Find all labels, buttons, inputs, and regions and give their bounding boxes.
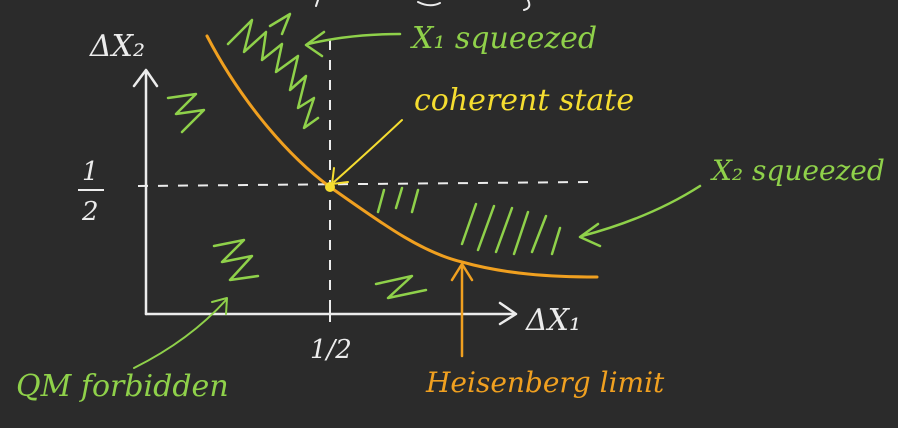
x1-squeezed-arrow xyxy=(304,30,402,58)
qm-forbidden-arrow xyxy=(133,297,228,369)
y-axis-arrowhead xyxy=(132,68,159,88)
x2-squeezed-arrow xyxy=(578,184,702,248)
x1-squeezed-label: X₁ squeezed xyxy=(410,21,597,56)
y-tick-denominator: 2 xyxy=(81,197,99,227)
coherent-state-label: coherent state xyxy=(414,83,634,118)
top-edge-scribbles xyxy=(315,0,531,11)
qm-forbidden-squiggles xyxy=(166,92,428,300)
qm-forbidden-label: QM forbidden xyxy=(16,369,229,404)
x1-squeezed-hatching xyxy=(226,12,320,130)
coherent-state-arrow xyxy=(331,119,403,185)
x-axis-label: ΔX₁ xyxy=(525,303,581,338)
y-tick-numerator: 1 xyxy=(82,157,99,187)
horizontal-dashed-line xyxy=(137,181,589,187)
heisenberg-limit-label: Heisenberg limit xyxy=(425,366,665,399)
heisenberg-limit-curve xyxy=(205,34,599,279)
y-axis-label: ΔX₂ xyxy=(89,29,145,64)
x-axis-arrowhead xyxy=(498,301,518,326)
reference-lines xyxy=(137,40,589,318)
x2-squeezed-label: X₂ squeezed xyxy=(710,154,885,187)
heisenberg-limit-arrow xyxy=(450,262,474,358)
y-tick-fraction: 1 2 xyxy=(78,157,104,227)
x-tick-label: 1/2 xyxy=(310,335,352,365)
x2-squeezed-hatching xyxy=(376,186,562,256)
